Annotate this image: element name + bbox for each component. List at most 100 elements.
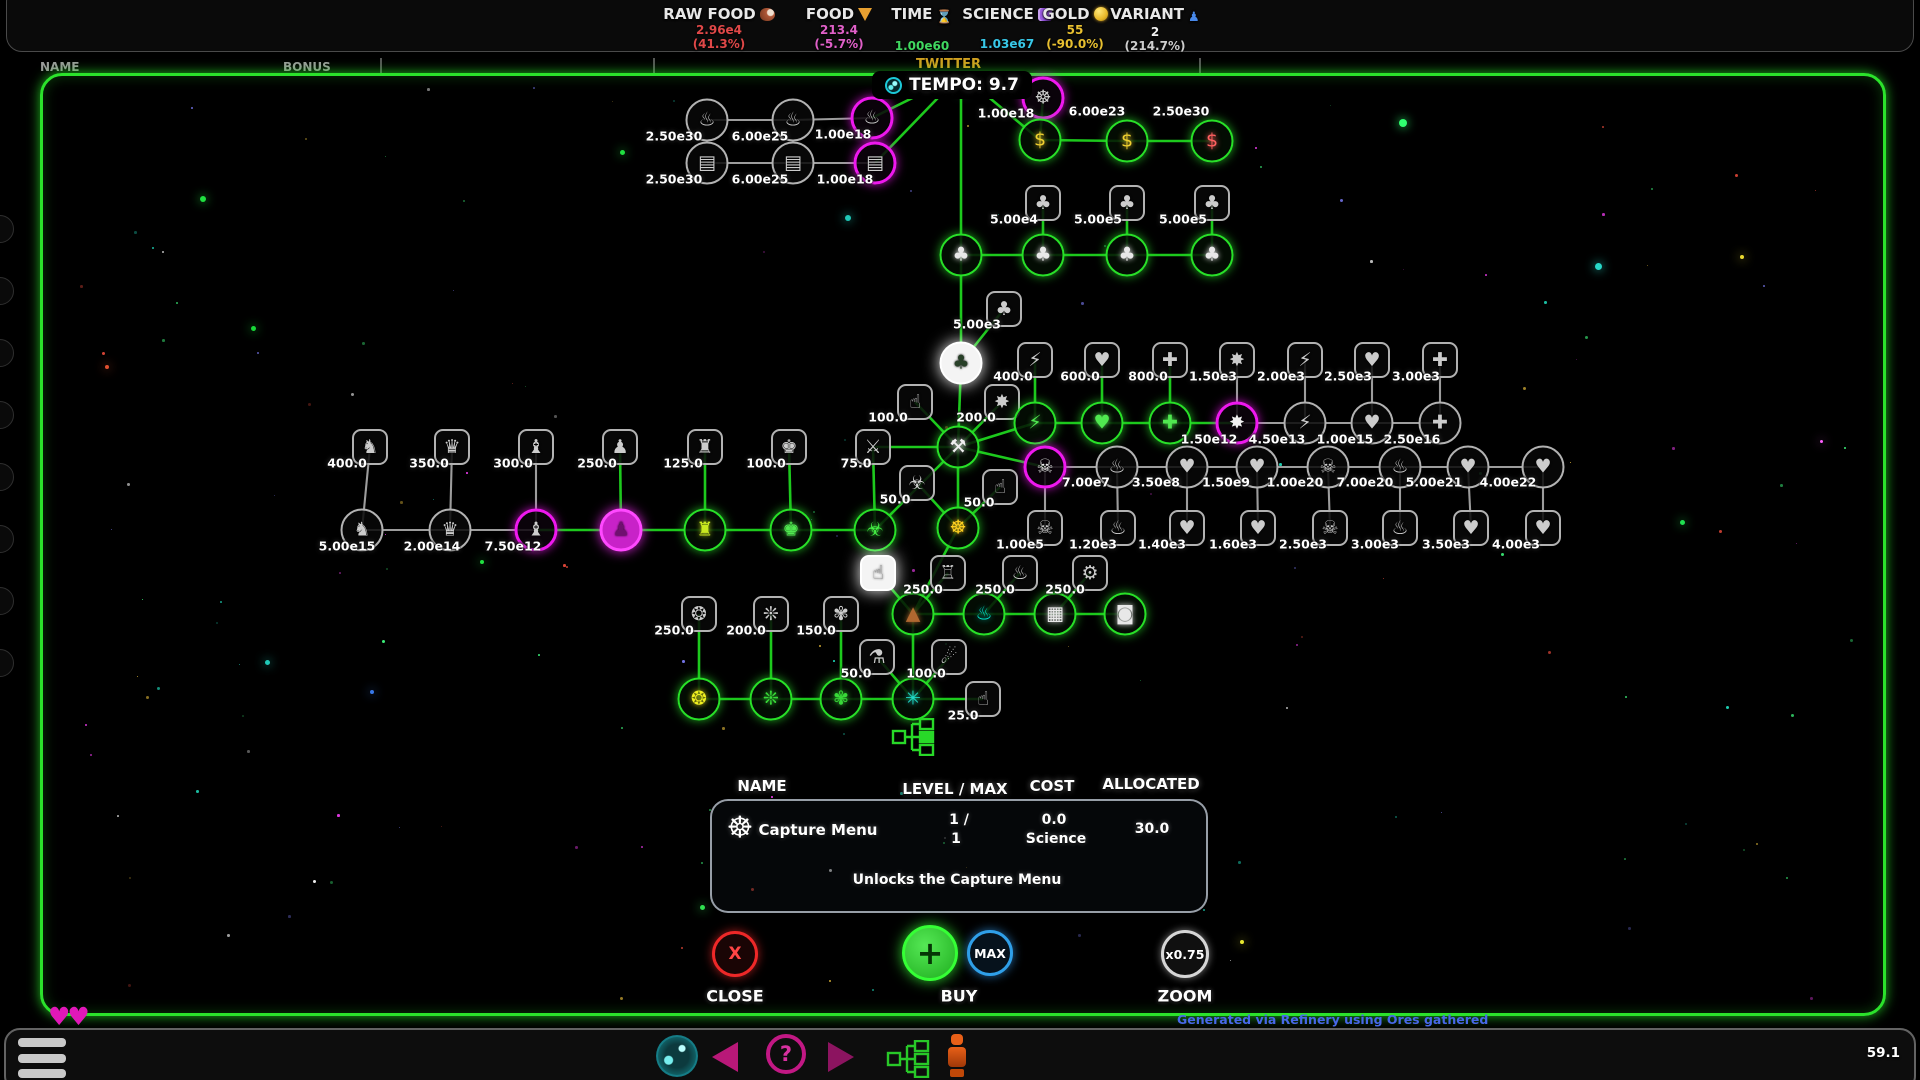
zoom-button-label: ZOOM xyxy=(1157,986,1213,1006)
node-hub-crossroads[interactable]: ⚒ xyxy=(936,425,980,469)
tree-upgrade-1-icon: ♣ xyxy=(1034,191,1052,214)
node-mushroom-node[interactable]: ❊ xyxy=(749,677,793,721)
info-header-level-max: LEVEL / MAX xyxy=(902,780,1008,798)
elephant-node-icon: ♞ xyxy=(353,518,371,541)
resource-percent: 1.03e67 xyxy=(979,37,1035,51)
meat-icon xyxy=(759,8,775,21)
node-cost-antler-heart-node-2: 4.00e22 xyxy=(1479,474,1537,490)
node-cost-tree-upgrade-3: 5.00e5 xyxy=(1158,211,1208,227)
node-muscle-node-1[interactable]: ⚡ xyxy=(1013,401,1057,445)
buy-button[interactable]: + xyxy=(902,925,958,981)
node-slot-machine-3[interactable]: $ xyxy=(1190,119,1234,163)
robot-icon[interactable] xyxy=(946,1034,968,1078)
resource-percent: (41.3%) xyxy=(692,37,746,51)
node-tree-1[interactable]: ♣ xyxy=(939,233,983,277)
branch-upgrade-icon: ✾ xyxy=(833,602,849,625)
zoom-level-button[interactable]: x0.75 xyxy=(1161,930,1209,978)
click-upgrade-25-icon: ☝ xyxy=(977,687,989,710)
flame-beast-upgrade-2-icon: ♨ xyxy=(1391,516,1409,539)
node-cost-flame-beast-upgrade-1: 1.20e3 xyxy=(1068,536,1118,552)
bg-tab-twitter: TWITTER xyxy=(916,57,981,72)
resource-value: 2.96e4 xyxy=(695,23,743,37)
info-cost-value: 0.0 xyxy=(1041,812,1067,828)
node-flame-beast-upgrade-2[interactable]: ♨ xyxy=(1382,510,1418,546)
node-white-tree[interactable]: ♣ xyxy=(939,341,983,385)
variant-figure-icon: ♟ xyxy=(1188,10,1200,25)
muscle-node-2-icon: ⚡ xyxy=(1298,411,1312,434)
node-cost-fist-node: 1.50e12 xyxy=(1180,431,1238,447)
node-factory-node[interactable]: ▦ xyxy=(1033,592,1077,636)
resource-label: RAW FOOD xyxy=(654,5,784,23)
version-number: 59.1 xyxy=(1866,1045,1900,1061)
node-tree-2[interactable]: ♣ xyxy=(1021,233,1065,277)
node-rat-node[interactable]: ♚ xyxy=(769,508,813,552)
galaxy-icon[interactable] xyxy=(656,1035,698,1077)
campfire-3-icon: ♨ xyxy=(863,106,881,129)
close-button-label: CLOSE xyxy=(706,986,764,1006)
node-kiwi-node[interactable]: ♟ xyxy=(599,508,643,552)
bg-divider xyxy=(1199,58,1201,74)
node-cyan-fire-node[interactable]: ♨ xyxy=(962,592,1006,636)
node-cost-fire-upgrade: 250.0 xyxy=(975,581,1015,597)
tree-2-icon: ♣ xyxy=(1034,243,1052,266)
node-cost-antler-heart-node-1: 1.50e9 xyxy=(1201,474,1251,490)
node-capture-menu-spider[interactable]: ☸ xyxy=(936,506,980,550)
node-cost-branch-upgrade: 150.0 xyxy=(796,622,836,638)
node-cost-mushroom-upgrade: 200.0 xyxy=(726,622,766,638)
bottom-toolbar: ? 59.1 xyxy=(4,1028,1916,1080)
resource-label: TIME⌛ xyxy=(891,5,953,25)
elephant-upgrade-icon: ♞ xyxy=(361,435,379,458)
node-robot-node[interactable]: ◙ xyxy=(1103,592,1147,636)
next-arrow-icon[interactable] xyxy=(828,1042,854,1072)
mushroom-node-icon: ❊ xyxy=(763,687,779,710)
node-cost-wing-heart-node-2: 5.00e21 xyxy=(1405,474,1463,490)
node-info-panel: ☸ Capture Menu 1 / 1 0.0 Science 30.0 Un… xyxy=(710,799,1208,913)
node-bug-node[interactable]: ☣ xyxy=(853,508,897,552)
node-cost-slot-machine-2: 6.00e23 xyxy=(1068,103,1126,119)
node-cost-heart-mask-upgrade-2: 2.50e3 xyxy=(1323,368,1373,384)
info-cost-currency: Science xyxy=(1025,831,1087,847)
heart-mask-upgrade-1-icon: ♥ xyxy=(1093,348,1111,371)
node-tent-node[interactable]: ▲ xyxy=(891,592,935,636)
antler-heart-node-1-icon: ♥ xyxy=(1248,455,1266,478)
info-header-allocated: ALLOCATED xyxy=(1102,775,1200,793)
resource-value: 213.4 xyxy=(820,23,858,37)
node-tree-4[interactable]: ♣ xyxy=(1190,233,1234,277)
node-sticks-node[interactable]: ✳ xyxy=(891,677,935,721)
close-button[interactable]: X xyxy=(712,931,758,977)
node-snake-node[interactable]: ♜ xyxy=(683,508,727,552)
node-cost-campfire-2: 6.00e25 xyxy=(731,128,789,144)
node-cost-heart-plus-upgrade-2: 3.00e3 xyxy=(1391,368,1441,384)
node-click-upgrade-selected[interactable]: ☝ xyxy=(860,555,896,591)
node-cost-tree-upgrade-2: 5.00e5 xyxy=(1073,211,1123,227)
help-icon[interactable]: ? xyxy=(766,1034,806,1074)
node-cost-elephant-upgrade: 400.0 xyxy=(327,455,367,471)
antler-heart-upgrade-2-icon: ♥ xyxy=(1534,516,1552,539)
resource-label: GOLD xyxy=(1010,5,1140,23)
node-teeth-upgrade-1[interactable]: ☠ xyxy=(1027,510,1063,546)
node-cost-snake-upgrade: 125.0 xyxy=(663,455,703,471)
node-cost-rat-upgrade: 100.0 xyxy=(746,455,786,471)
teeth-upgrade-2-icon: ☠ xyxy=(1321,516,1339,539)
node-tree-upgrade-1[interactable]: ♣ xyxy=(1025,185,1061,221)
hamburger-menu-icon[interactable] xyxy=(18,1038,66,1078)
skill-tree-tab-icon[interactable] xyxy=(886,1040,930,1078)
node-branch-node[interactable]: ✾ xyxy=(819,677,863,721)
node-cost-slot-machine-3: 2.50e30 xyxy=(1152,103,1210,119)
resource-percent: 1.00e60 xyxy=(894,39,950,53)
info-node-name: Capture Menu xyxy=(758,821,878,839)
max-button[interactable]: MAX xyxy=(967,930,1013,976)
node-slot-machine-1[interactable]: $ xyxy=(1018,118,1062,162)
node-heart-mask-node-1[interactable]: ♥ xyxy=(1080,401,1124,445)
node-apple-node[interactable]: ❂ xyxy=(677,677,721,721)
node-teeth-node-1[interactable]: ☠ xyxy=(1023,445,1067,489)
previous-arrow-icon[interactable] xyxy=(712,1042,738,1072)
teeth-upgrade-1-icon: ☠ xyxy=(1036,516,1054,539)
node-cost-click-upgrade-50: 50.0 xyxy=(963,494,995,510)
info-header-name: NAME xyxy=(737,777,787,795)
snake-upgrade-icon: ♜ xyxy=(696,435,714,458)
node-tree-3[interactable]: ♣ xyxy=(1105,233,1149,277)
node-cost-heart-mask-upgrade-1: 600.0 xyxy=(1060,368,1100,384)
rat-upgrade-icon: ♚ xyxy=(780,435,798,458)
node-slot-machine-2[interactable]: $ xyxy=(1105,119,1149,163)
